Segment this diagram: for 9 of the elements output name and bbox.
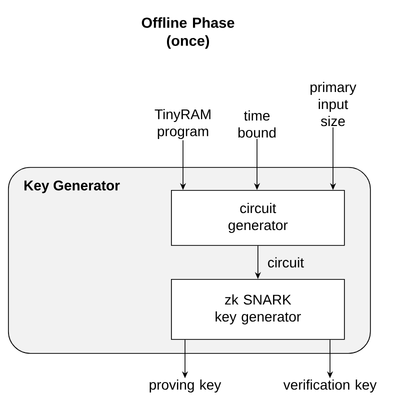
label-text: TinyRAM program (154, 108, 210, 140)
label-text: time bound (238, 110, 276, 138)
label-text: proving key (150, 379, 222, 393)
process-box: zk SNARK key generator (171, 279, 345, 340)
title: Offline Phase (once) (142, 17, 234, 49)
label-text: verification key (283, 379, 377, 393)
label-text: primary input size (310, 82, 356, 126)
edge-label: circuit (268, 257, 304, 268)
process-box: circuit generator (171, 190, 345, 246)
